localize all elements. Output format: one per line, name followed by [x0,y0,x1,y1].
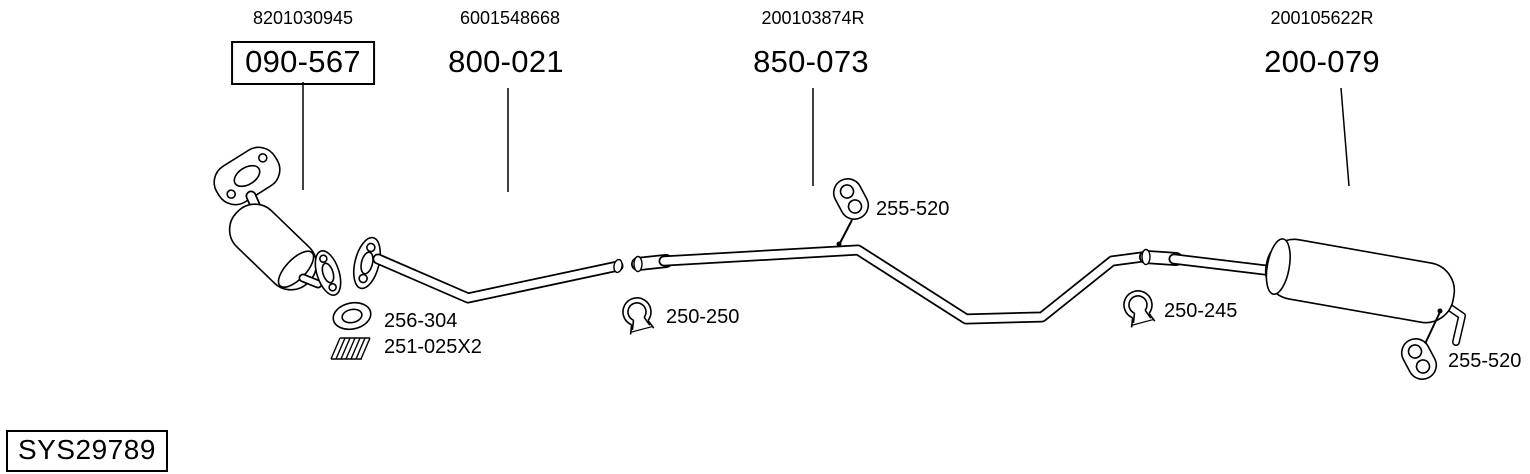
leader-lines [302,82,1350,192]
spring-icon [330,337,371,360]
catalytic-converter-art [213,146,342,296]
gasket-ring-icon [332,301,372,331]
ref-number-200-079: 200105622R [1270,8,1374,28]
part-code-850-073: 850-073 [753,44,869,79]
part-label-rear-hanger: 255-520 [1448,350,1522,372]
part-label-spring: 251-025X2 [384,336,482,358]
hanger-icon-front [832,178,870,220]
part-code-200-079: 200-079 [1264,44,1380,79]
outlet-flange-icon [314,250,342,296]
ref-number-850-073: 200103874R [761,8,865,28]
hanger-icon-rear [1400,338,1438,380]
middle-pipe-art [631,219,1148,325]
part-code-box: 090-567 [231,41,375,85]
clamp-icon-rear [1123,290,1156,328]
part-label-rear-clamp: 250-245 [1164,300,1238,322]
part-code-800-021: 800-021 [448,44,564,79]
system-id-box: SYS29789 [6,430,168,472]
part-label-gasket-ring: 256-304 [384,310,458,332]
ref-number-800-021: 6001548668 [459,8,561,28]
part-label-front-clamp: 250-250 [666,306,740,328]
system-id: SYS29789 [18,434,156,465]
front-pipe-flange-icon [352,236,382,290]
rear-muffler-art [1139,238,1466,347]
clamp-icon-front [622,297,655,335]
ref-number-090-567: 8201030945 [252,8,354,28]
front-pipe-art [352,236,624,304]
part-label-front-hanger: 255-520 [876,198,950,220]
part-code-090-567: 090-567 [245,44,361,79]
